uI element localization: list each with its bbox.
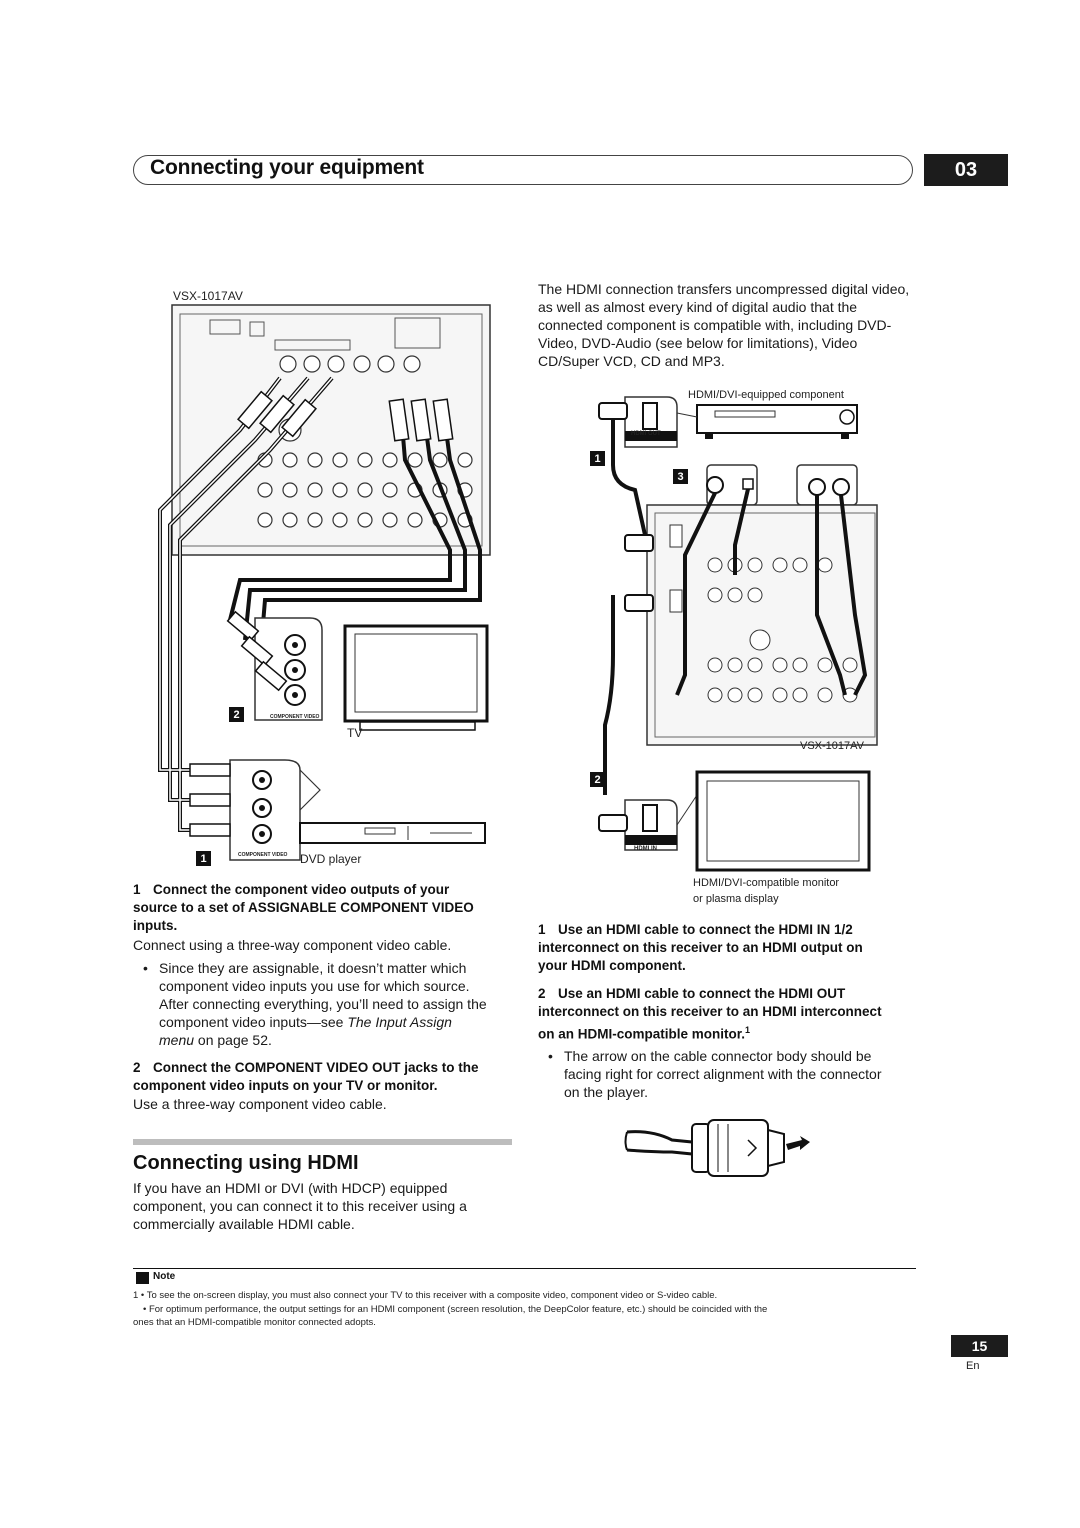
left-step-tag-1: 1 <box>196 851 211 866</box>
step-2-heading-line: Connect the COMPONENT VIDEO OUT jacks to… <box>153 1060 479 1075</box>
right-step-tag-3: 3 <box>673 469 688 484</box>
step-1-number: 1 <box>133 882 141 897</box>
step-1-heading-line: source to a set of ASSIGNABLE COMPONENT … <box>133 900 474 915</box>
hdmi-step-1-line: Use an HDMI cable to connect the HDMI IN… <box>558 922 853 937</box>
hdmi-step-1-line: interconnect on this receiver to an HDMI… <box>538 940 863 955</box>
hdmi-step-2-bullet-text: The arrow on the cable connector body sh… <box>564 1047 882 1101</box>
bullet-line: facing right for correct alignment with … <box>564 1065 882 1082</box>
bullet-italic: The Input Assign <box>347 1014 452 1030</box>
right-step-tag-1: 1 <box>590 451 605 466</box>
component-label: HDMI/DVI-equipped component <box>688 389 844 401</box>
bullet-line: After connecting everything, you’ll need… <box>159 996 487 1012</box>
bullet-dot: • <box>143 960 148 976</box>
footnote-ref[interactable]: 1 <box>745 1025 751 1035</box>
left-step-2: 2 Connect the COMPONENT VIDEO OUT jacks t… <box>133 1059 513 1113</box>
monitor-label-line2: or plasma display <box>693 893 779 905</box>
step-2-body: Use a three-way component video cable. <box>133 1096 387 1112</box>
hdmi-step-2-heading: 2 Use an HDMI cable to connect the HDMI O… <box>538 985 918 1044</box>
hdmi-step-2-bullet: • The arrow on the cable connector body … <box>538 1047 918 1101</box>
hdmi-step-2-line: on an HDMI-compatible monitor. <box>538 1026 746 1042</box>
section-body-line: If you have an HDMI or DVI (with HDCP) e… <box>133 1180 448 1196</box>
bullet-tail: on page 52. <box>194 1032 272 1048</box>
note-rule <box>133 1268 916 1269</box>
chapter-number: 03 <box>924 154 1008 186</box>
section-body-line: component, you can connect it to this re… <box>133 1198 467 1214</box>
hdmi-step-2-line: interconnect on this receiver to an HDMI… <box>538 1004 882 1019</box>
hdmi-step-2-line: Use an HDMI cable to connect the HDMI OU… <box>558 986 846 1001</box>
right-receiver-label: VSX-1017AV <box>800 740 865 752</box>
step-1-heading: 1 Connect the component video outputs of … <box>133 881 513 935</box>
dvd-jack-label: COMPONENT VIDEO <box>238 852 288 858</box>
component-video-diagram <box>158 304 491 861</box>
hdmi-out-label: HDMI OUT <box>631 431 661 437</box>
right-step-2: 2 Use an HDMI cable to connect the HDMI O… <box>538 985 918 1101</box>
bullet-dot: • <box>548 1047 553 1064</box>
bullet-line: Since they are assignable, it doesn’t ma… <box>159 960 467 976</box>
page-title: Connecting your equipment <box>150 156 424 179</box>
tv-jack-label: COMPONENT VIDEO <box>270 714 320 720</box>
bullet-line: component video inputs you use for which… <box>159 978 470 994</box>
section-title: Connecting using HDMI <box>133 1152 359 1174</box>
step-1-heading-line: Connect the component video outputs of y… <box>153 882 450 897</box>
step-1-bullet-text: Since they are assignable, it doesn’t ma… <box>159 959 487 1049</box>
section-body: If you have an HDMI or DVI (with HDCP) e… <box>133 1179 513 1233</box>
step-2-heading-line: component video inputs on your TV or mon… <box>133 1078 438 1093</box>
section-body-line: commercially available HDMI cable. <box>133 1216 355 1232</box>
monitor-label-line1: HDMI/DVI-compatible monitor <box>693 877 840 889</box>
right-step-tag-2: 2 <box>590 772 605 787</box>
header-bar <box>133 155 913 185</box>
left-step-1: 1 Connect the component video outputs of … <box>133 881 513 1049</box>
hdmi-connector-illustration <box>624 1119 810 1177</box>
dvd-player-label: DVD player <box>300 852 362 866</box>
section-divider <box>133 1139 512 1145</box>
note-line-3: ones that an HDMI-compatible monitor con… <box>133 1317 376 1328</box>
hdmi-step-2-number: 2 <box>538 986 546 1001</box>
bullet-line: on the player. <box>564 1083 649 1100</box>
right-step-1: 1 Use an HDMI cable to connect the HDMI I… <box>538 921 918 975</box>
language-code: En <box>966 1360 980 1372</box>
step-1-bullet: • Since they are assignable, it doesn’t … <box>133 959 513 1049</box>
hdmi-step-1-line: your HDMI component. <box>538 958 686 973</box>
left-step-tag-2: 2 <box>229 707 244 722</box>
hdmi-diagram <box>598 396 878 872</box>
tv-label: TV <box>347 726 363 740</box>
note-line-2: • For optimum performance, the output se… <box>143 1304 768 1315</box>
note-icon <box>136 1272 149 1284</box>
note-title: Note <box>153 1271 176 1282</box>
hdmi-intro-text: The HDMI connection transfers uncompress… <box>538 281 910 369</box>
step-2-number: 2 <box>133 1060 141 1075</box>
step-2-heading: 2 Connect the COMPONENT VIDEO OUT jacks t… <box>133 1059 513 1095</box>
hdmi-in-label: HDMI IN <box>634 846 657 852</box>
bullet-line: The arrow on the cable connector body sh… <box>564 1047 872 1064</box>
step-1-body: Connect using a three-way component vide… <box>133 937 452 953</box>
hdmi-step-1-heading: 1 Use an HDMI cable to connect the HDMI I… <box>538 921 918 975</box>
step-1-heading-line: inputs. <box>133 918 178 933</box>
hdmi-step-1-number: 1 <box>538 922 546 937</box>
bullet-line: component video inputs—see <box>159 1014 348 1030</box>
bullet-italic-tail: menu <box>159 1032 195 1048</box>
left-receiver-label: VSX-1017AV <box>173 289 243 303</box>
page-number: 15 <box>951 1335 1008 1357</box>
note-line-1: 1 • To see the on-screen display, you mu… <box>133 1290 718 1301</box>
